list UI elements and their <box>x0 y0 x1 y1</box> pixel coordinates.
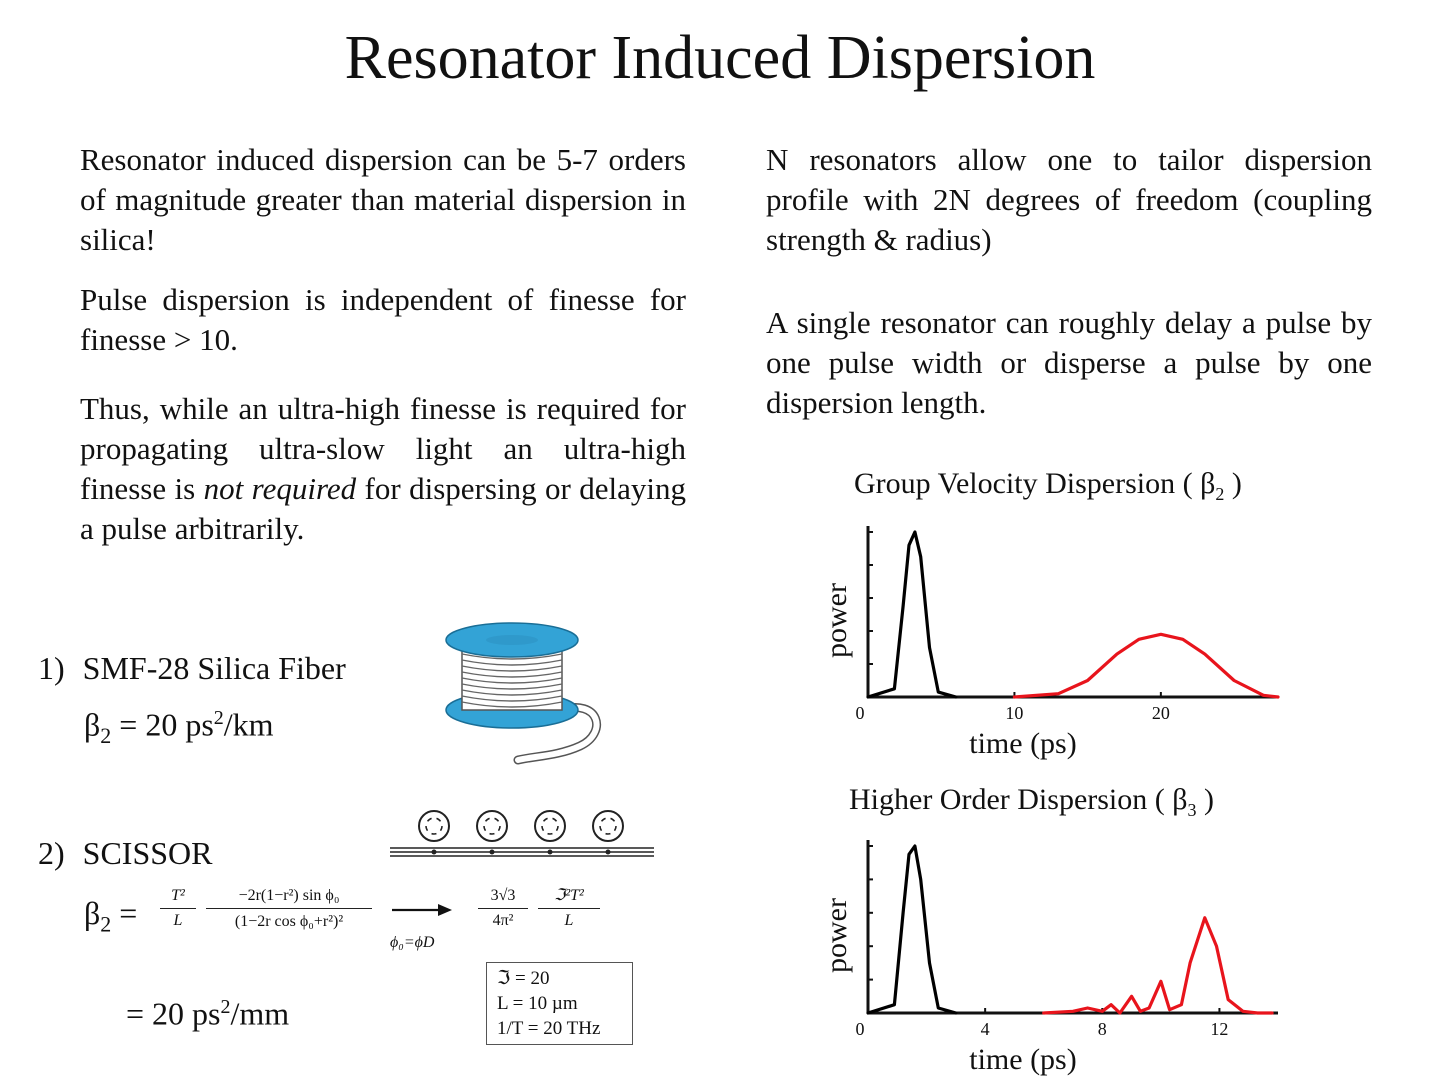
chart-2-title: Higher Order Dispersion ( β3 ) <box>849 783 1215 820</box>
emphasis-not-required: not required <box>203 471 357 506</box>
x-tick-label: 4 <box>981 1019 990 1039</box>
item-1-formula: β2 = 20 ps2/km <box>84 706 274 749</box>
fiber-spool-illustration <box>445 622 601 765</box>
x-tick-label: 8 <box>1098 1019 1107 1039</box>
x-axis-label: time (ps) <box>969 727 1076 760</box>
paragraph-finesse-requirement: Thus, while an ultra-high finesse is req… <box>80 391 686 546</box>
chart-higher-order-beta3: 0 4 8 12 time (ps) power <box>820 840 1278 1076</box>
y-axis-label: power <box>820 583 853 658</box>
item-2-formula-lhs: β2 = <box>84 895 138 937</box>
item-1-number: 1) <box>38 650 65 686</box>
param-length: L = 10 µm <box>497 993 578 1014</box>
right-arrow-icon <box>392 904 452 916</box>
series-line-1 <box>1042 916 1274 1015</box>
item-2-result: = 20 ps2/mm <box>126 995 290 1032</box>
fraction-3root3-over-4pi2: 3√3 4π² <box>478 884 528 933</box>
item-1-heading: 1) SMF-28 Silica Fiber <box>38 648 346 688</box>
param-finesse: ℑ = 20 <box>497 968 550 989</box>
item-2-label: SCISSOR <box>82 835 213 871</box>
scissor-resonator-chain <box>390 810 654 857</box>
series-line-0 <box>866 530 958 699</box>
fraction-t2-over-l: T² L <box>160 884 196 933</box>
page-title: Resonator Induced Dispersion <box>344 24 1096 92</box>
x-tick-label: 0 <box>856 1019 865 1039</box>
paragraph-n-resonators: N resonators allow one to tailor dispers… <box>766 142 1372 257</box>
y-axis-label: power <box>820 898 853 973</box>
chart-gvd-beta2: 0 10 20 time (ps) power <box>820 526 1280 760</box>
series-line-1 <box>1012 632 1280 699</box>
parameter-box: ℑ = 20 L = 10 µm 1/T = 20 THz <box>486 962 633 1045</box>
item-1-label: SMF-28 Silica Fiber <box>82 650 346 686</box>
x-tick-label: 20 <box>1152 703 1170 723</box>
paragraph-finesse-independence: Pulse dispersion is independent of fines… <box>80 282 686 357</box>
fraction-resonator-response: −2r(1−r²) sin ϕ₀ (1−2r cos ϕ₀+r²)² <box>206 884 372 935</box>
item-2-number: 2) <box>38 835 65 871</box>
paragraph-dispersion-magnitude: Resonator induced dispersion can be 5-7 … <box>80 142 686 257</box>
item-2-heading: 2) SCISSOR <box>38 833 213 873</box>
series-line-0 <box>866 844 958 1015</box>
chart-1-title: Group Velocity Dispersion ( β2 ) <box>854 467 1242 504</box>
x-tick-label: 0 <box>856 703 865 723</box>
x-tick-label: 12 <box>1210 1019 1228 1039</box>
arrow-condition-label: ϕ₀=ϕD <box>390 934 435 951</box>
x-axis-label: time (ps) <box>969 1043 1076 1076</box>
param-bandwidth: 1/T = 20 THz <box>497 1018 601 1039</box>
paragraph-single-resonator: A single resonator can roughly delay a p… <box>766 305 1372 420</box>
x-tick-label: 10 <box>1005 703 1023 723</box>
spool-windings <box>461 653 563 708</box>
fraction-finesse-t2-over-l: ℑ²T² L <box>538 884 600 933</box>
